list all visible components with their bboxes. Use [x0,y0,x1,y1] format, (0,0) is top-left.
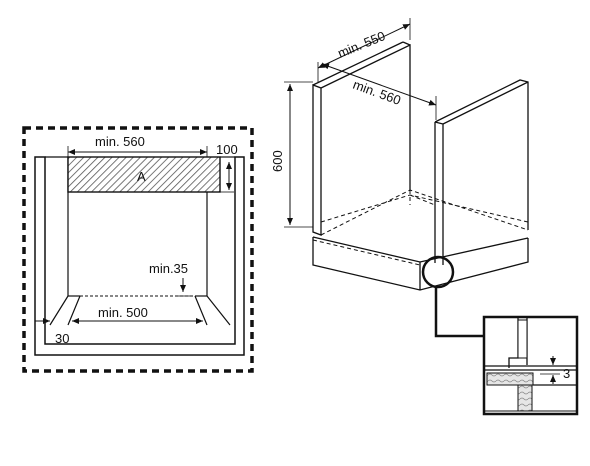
cab-width-label: min. 560 [351,77,403,108]
depth-label: min. 550 [336,28,388,61]
cab-width-dim-line [321,63,437,106]
left-side-panel [312,43,411,236]
bottom-width-label: min. 500 [98,305,148,320]
right-side-panel [434,79,529,265]
panel-a-hatched [67,156,221,193]
plinth [312,236,529,291]
width-label: min. 560 [95,134,145,149]
hidden-floor-edges [320,189,529,236]
detail-circle [421,255,455,289]
front-view: A min. 560 100 min.35 min. 500 30 [22,126,254,373]
side-label: 30 [55,331,69,346]
wood-block [486,372,534,386]
panel-a-label: A [137,169,146,184]
top-label: 100 [216,142,238,157]
base-trapezoid [49,295,231,326]
base-gap-label: min.35 [149,261,188,276]
height-label: 600 [270,150,285,172]
gap-label: 3 [563,366,570,381]
cabinet-view: min. 550 min. 560 600 [270,18,529,338]
detail-view: 3 [482,315,579,416]
detail-leader [434,287,484,338]
outer-wall-dashed [22,126,254,373]
depth-dim-line [317,23,411,69]
